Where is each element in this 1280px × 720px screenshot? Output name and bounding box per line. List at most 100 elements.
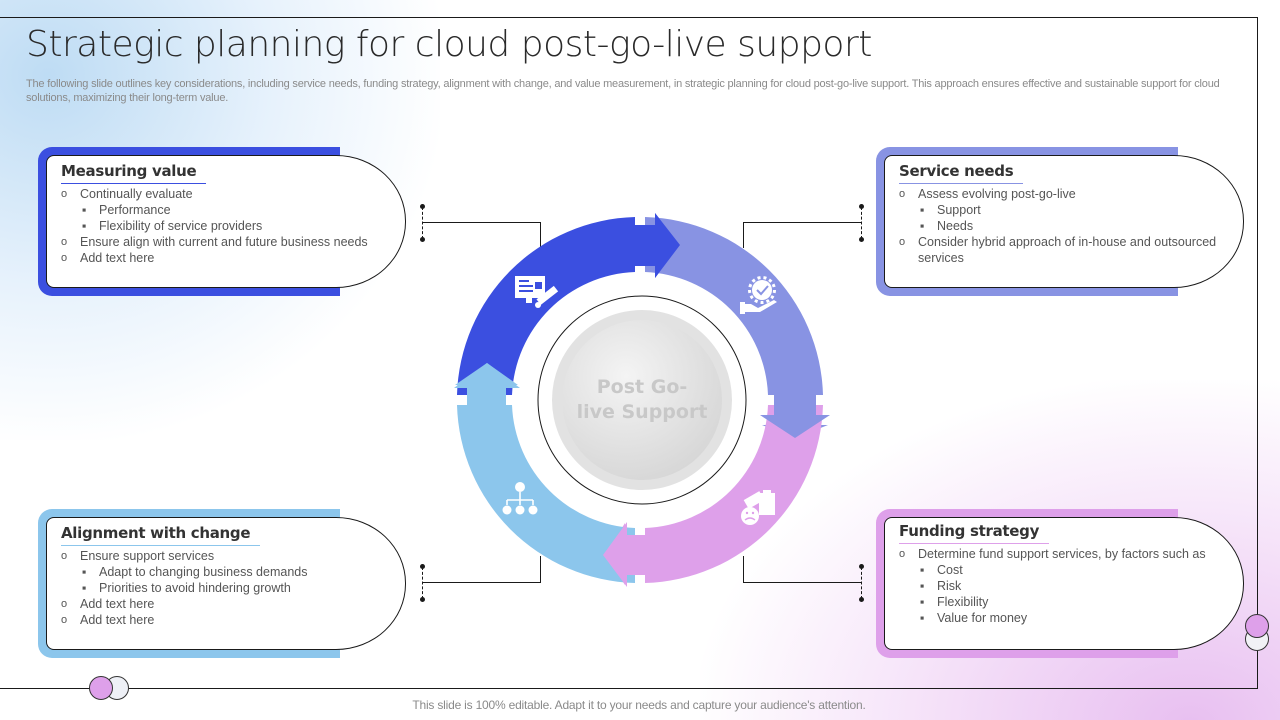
bullet-circle-icon: o [61,236,68,248]
card-list: o Continually evaluate▪Performance▪ Flexib… [61,186,391,266]
money-risk-icon [741,490,775,525]
sub-list-item: ▪ Support [918,202,1229,218]
sub-list-item-text: Risk [937,579,962,593]
center-label-line2: live Support [576,401,708,423]
sub-list-item: ▪ Needs [918,218,1229,234]
connector-dashed-bl [422,567,423,599]
connector-dashed-tr [861,207,862,239]
arrow-alignment-to-measuring [454,363,520,405]
center-label: Post Go- live Support [560,375,724,425]
bullet-circle-icon: o [61,598,68,610]
bullet-square-icon: ▪ [920,611,925,625]
connector-line-br [743,556,861,583]
connector-line-bl [423,556,541,583]
card-title: Service needs [899,162,1024,184]
bullet-square-icon: ▪ [920,595,925,609]
slide-title: Strategic planning for cloud post-go-liv… [26,24,872,65]
bullet-square-icon: ▪ [82,219,87,233]
list-item: o Determine fund support services, by fac… [899,546,1229,626]
bullet-circle-icon: o [899,548,906,560]
list-item-text: Add text here [80,597,155,611]
bullet-circle-icon: o [61,614,68,626]
cycle-diagram [454,213,830,587]
connector-dot [420,564,425,569]
bullet-circle-icon: o [899,188,906,200]
card-list: o Determine fund support services, by fac… [899,546,1229,626]
bullet-square-icon: ▪ [82,581,87,595]
list-item: o Ensure align with current and future bu… [61,234,391,250]
connector-dot [859,204,864,209]
card-title: Alignment with change [61,524,261,546]
sub-list: ▪ Support ▪ Needs [918,202,1229,234]
sub-list-item: ▪ Flexibility of service providers [80,218,391,234]
list-item-text: Ensure align with current and future bus… [80,235,368,249]
arrow-service-to-funding [760,395,830,438]
sub-list-item: ▪ Adapt to changing business demands [80,564,391,580]
bullet-circle-icon: o [61,252,68,264]
list-item-text: Add text here [80,251,155,265]
connector-dot [859,564,864,569]
card-list: o Ensure support services ▪ Adapt to changi… [61,548,391,628]
bullet-square-icon: ▪ [920,579,925,593]
bullet-square-icon: ▪ [920,219,925,233]
sub-list-item-text: Performance [99,203,171,217]
connector-dashed-br [861,567,862,599]
monitor-ruler-icon [515,276,559,308]
center-disc [562,320,722,480]
sub-list-item: ▪ Cost [918,562,1229,578]
list-item: o Assess evolving post-go-live ▪ Support ▪ Ne… [899,186,1229,234]
list-item: o Ensure support services ▪ Adapt to changi… [61,548,391,596]
sub-list-item: ▪ Risk [918,578,1229,594]
org-chart-icon [502,482,538,515]
arrow-funding-to-alignment [603,522,645,587]
sub-list-item: ▪Performance [80,202,391,218]
list-item-text: Assess evolving post-go-live [918,187,1076,201]
bullet-square-icon: ▪ [920,203,925,217]
decor-circle-pink [89,676,113,700]
card-title: Measuring value [61,162,207,184]
sub-list: ▪Cost▪Risk▪Flexibility▪Value for money [918,562,1229,626]
sub-list: ▪ Adapt to changing business demands ▪ Prio… [80,564,391,596]
sub-list-item-text: Priorities to avoid hindering growth [99,581,291,595]
top-divider [0,17,1258,18]
card-alignment-with-change[interactable]: Alignment with change o Ensure support se… [46,517,406,650]
sub-list-item-text: Adapt to changing business demands [99,565,308,579]
connector-dot [420,597,425,602]
sub-list-item-text: Cost [937,563,963,577]
connector-dot [859,237,864,242]
hand-gear-check-icon [740,276,777,314]
bullet-circle-icon: o [61,550,68,562]
decor-circle-pink [1245,614,1269,638]
connector-line-tr [743,222,861,248]
right-divider [1257,17,1258,689]
list-item-text: Continually evaluate [80,187,193,201]
sub-list-item-text: Support [937,203,981,217]
list-item-text: Consider hybrid approach of in-house and… [918,235,1217,265]
sub-list-item: ▪Flexibility [918,594,1229,610]
sub-list: ▪Performance▪ Flexibility of service prov… [80,202,391,234]
sub-list-item-text: Flexibility of service providers [99,219,263,233]
bullet-square-icon: ▪ [82,565,87,579]
sub-list-item-text: Needs [937,219,974,233]
arrow-measuring-to-service [635,213,680,278]
card-funding-strategy[interactable]: Funding strategy o Determine fund support… [884,517,1244,650]
slide-subtitle: The following slide outlines key conside… [26,78,1220,104]
list-item: o Add text here [61,596,391,612]
sub-list-item-text: Value for money [937,611,1028,625]
list-item-text: Determine fund support services, by fact… [918,547,1206,561]
list-item-text: Ensure support services [80,549,215,563]
sub-list-item: ▪ Value for money [918,610,1229,626]
bullet-circle-icon: o [61,188,68,200]
connector-dot [859,597,864,602]
card-title: Funding strategy [899,522,1050,544]
card-service-needs[interactable]: Service needs o Assess evolving post-go-l… [884,155,1244,288]
list-item: o Continually evaluate▪Performance▪ Flexib… [61,186,391,234]
slide-footer: This slide is 100% editable. Adapt it to… [412,698,866,712]
bullet-square-icon: ▪ [920,563,925,577]
list-item: o Add text here [61,250,391,266]
center-label-line1: Post Go- [596,376,688,398]
card-list: o Assess evolving post-go-live ▪ Support ▪ Ne… [899,186,1229,266]
